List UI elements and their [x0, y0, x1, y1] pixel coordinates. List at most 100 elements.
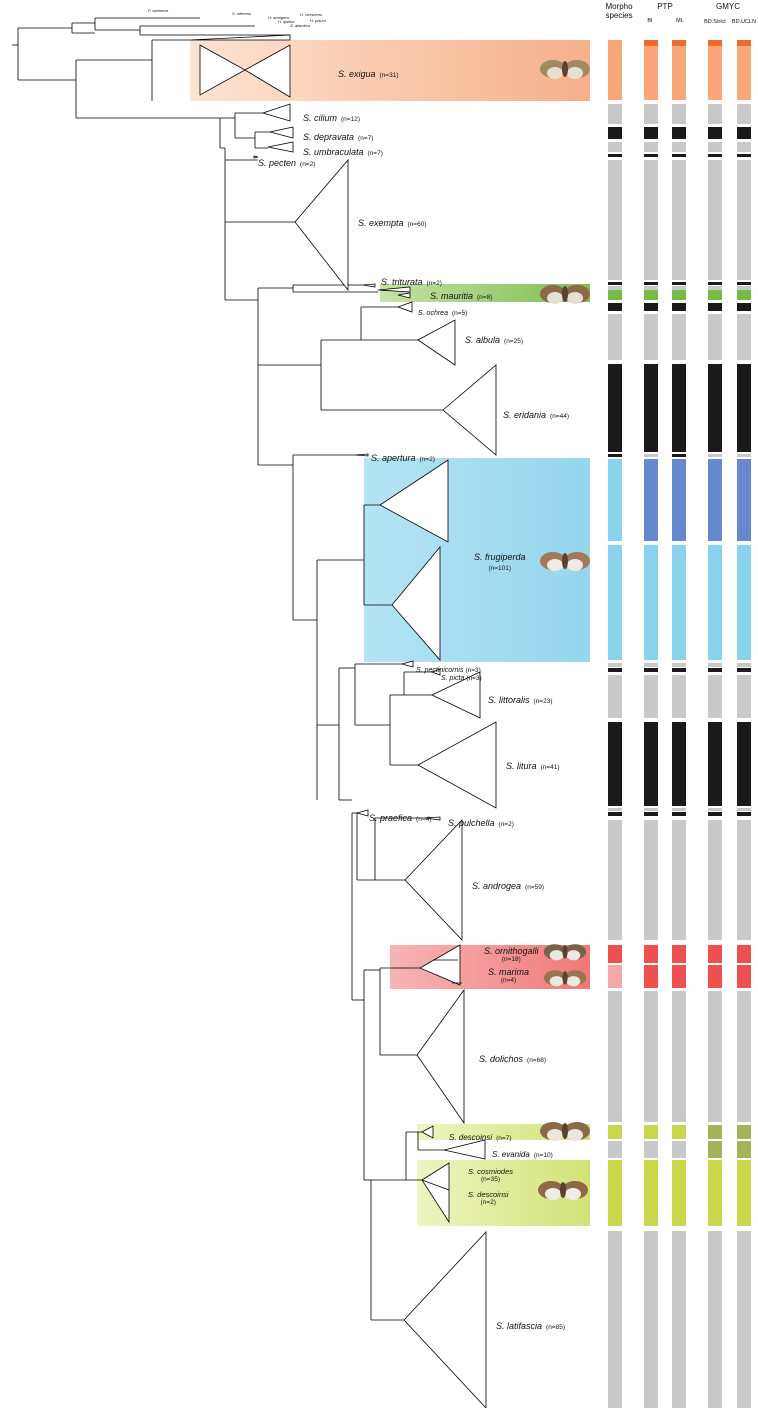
delimitation-bar-gmyc-strict	[708, 314, 722, 360]
delimitation-bar-gmyc-ucln	[737, 154, 751, 157]
moth-mauritia-icon	[540, 285, 590, 304]
delimitation-bar-morpho	[608, 1141, 622, 1158]
umbraculata-clade	[267, 141, 294, 153]
moth-hindwing-right	[567, 292, 583, 304]
dolichos-clade	[416, 988, 465, 1125]
delimitation-bar-ptp-ml	[672, 1231, 686, 1408]
tree-branch	[360, 306, 418, 341]
delimitation-bar-gmyc-ucln	[737, 314, 751, 360]
delimitation-bar-ptp-bi	[644, 965, 658, 988]
littoralis-clade	[431, 671, 481, 719]
header-morpho: Morpho species	[604, 2, 634, 20]
taxon-label-eridania: S. eridania(n=44)	[503, 410, 570, 420]
exempta-clade	[294, 158, 349, 292]
delimitation-bar-gmyc-ucln	[737, 820, 751, 940]
delimitation-bar-morpho	[608, 104, 622, 124]
tree-branch	[363, 504, 392, 606]
delimitation-bar-ptp-ml	[672, 722, 686, 806]
delimitation-bar-gmyc-ucln	[737, 127, 751, 139]
delimitation-bar-gmyc-strict	[708, 1125, 722, 1139]
delimitation-bar-morpho	[608, 282, 622, 285]
tree-branch	[379, 967, 420, 1056]
delimitation-bar-gmyc-ucln	[737, 40, 751, 46]
delimitation-bar-morpho	[608, 812, 622, 816]
delimitation-bar-gmyc-strict	[708, 945, 722, 963]
mauritia-clade-b	[397, 292, 411, 299]
pectinicornis-clade	[400, 660, 414, 668]
delimitation-bar-morpho	[608, 675, 622, 718]
delimitation-bar-ptp-bi	[644, 286, 658, 290]
moth-hindwing-right	[567, 67, 583, 79]
delimitation-bar-gmyc-strict	[708, 46, 722, 100]
tree-branch	[75, 59, 220, 119]
moth-marima-icon	[543, 970, 587, 987]
taxon-label-depravata: S. depravata(n=7)	[303, 132, 374, 142]
moth-hindwing-left	[547, 559, 563, 571]
tree-branch	[71, 22, 95, 34]
delimitation-bar-morpho	[608, 663, 622, 667]
delimitation-bar-ptp-ml	[672, 282, 686, 285]
delimitation-bar-ptp-bi	[644, 40, 658, 46]
delimitation-bar-gmyc-strict	[708, 142, 722, 152]
depravata-clade	[269, 126, 294, 139]
moth-body	[562, 945, 568, 959]
delimitation-bar-gmyc-ucln	[737, 545, 751, 660]
delimitation-bar-morpho	[608, 364, 622, 452]
delimitation-bar-ptp-bi	[644, 127, 658, 139]
delimitation-bar-morpho	[608, 1231, 622, 1408]
delimitation-bar-morpho	[608, 154, 622, 157]
moth-exigua-icon	[540, 60, 590, 79]
frugiperda-clade-b	[391, 545, 441, 662]
delimitation-bar-gmyc-strict	[708, 303, 722, 311]
delimitation-bar-gmyc-ucln	[737, 459, 751, 541]
taxon-label-picta: S. picta(n=3)	[441, 675, 482, 682]
delimitation-bar-ptp-ml	[672, 675, 686, 718]
tree-branch	[254, 131, 270, 149]
delimitation-bar-gmyc-strict	[708, 459, 722, 541]
delimitation-bar-morpho	[608, 142, 622, 152]
latifascia-clade	[403, 1230, 487, 1408]
delimitation-bar-ptp-bi	[644, 303, 658, 311]
delimitation-bar-gmyc-strict	[708, 1160, 722, 1226]
delimitation-bar-morpho	[608, 290, 622, 300]
delimitation-bar-gmyc-strict	[708, 160, 722, 280]
taxon-label-marima: S. marima(n=4)	[488, 967, 530, 984]
moth-hindwing-left	[549, 976, 564, 987]
delimitation-bar-ptp-bi	[644, 668, 658, 672]
delimitation-bar-morpho	[608, 668, 622, 672]
delimitation-bar-gmyc-ucln	[737, 945, 751, 963]
delimitation-bar-ptp-bi	[644, 991, 658, 1122]
ochrea-clade	[396, 301, 413, 313]
delimitation-bar-ptp-bi	[644, 1231, 658, 1408]
delimitation-bar-ptp-bi	[644, 675, 658, 718]
taxon-label-cilium: S. cilium(n=12)	[303, 113, 360, 123]
delimitation-bar-ptp-ml	[672, 303, 686, 311]
exigua-clade-top	[189, 34, 291, 41]
outgroup-label: H. virescens	[300, 12, 323, 17]
moth-body	[562, 1123, 568, 1139]
delimitation-bar-ptp-ml	[672, 545, 686, 660]
tree-branch	[94, 17, 200, 31]
delimitation-bar-ptp-ml	[672, 142, 686, 152]
moth-hindwing-left	[547, 1129, 563, 1141]
delimitation-bar-gmyc-ucln	[737, 104, 751, 124]
moth-ornithogalli-icon	[543, 944, 587, 961]
moth-body	[562, 553, 568, 569]
delimitation-bar-gmyc-strict	[708, 812, 722, 816]
delimitation-bar-gmyc-ucln	[737, 1125, 751, 1139]
delimitation-bar-ptp-bi	[644, 812, 658, 816]
delimitation-bar-gmyc-ucln	[737, 290, 751, 300]
delimitation-bar-ptp-bi	[644, 820, 658, 940]
delimitation-bar-gmyc-ucln	[737, 1160, 751, 1226]
taxon-label-pecten: S. pecten(n=2)	[258, 158, 316, 168]
delimitation-bar-ptp-ml	[672, 40, 686, 46]
delimitation-bar-ptp-bi	[644, 364, 658, 452]
delimitation-bar-gmyc-strict	[708, 663, 722, 667]
outgroup-label: H. armigera	[268, 15, 289, 20]
taxon-label-exempta: S. exempta(n=60)	[358, 218, 427, 228]
delimitation-bar-morpho	[608, 303, 622, 311]
header-ptp-bi: BI	[647, 18, 653, 24]
delimitation-bar-morpho	[608, 820, 622, 940]
delimitation-bar-ptp-ml	[672, 454, 686, 457]
